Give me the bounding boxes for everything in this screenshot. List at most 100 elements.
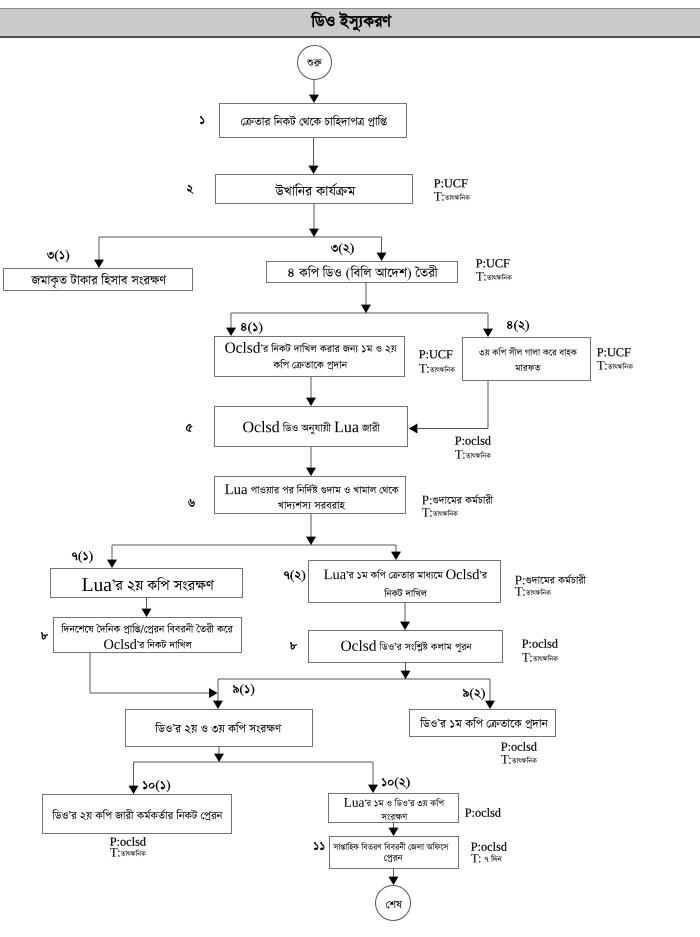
step-number-11: ৮ bbox=[290, 642, 297, 650]
step-box-b92: ডিও’র ১ম কপি ক্রেতাকে প্রদান bbox=[409, 709, 556, 737]
step-number-13: ৯(২) bbox=[463, 688, 485, 700]
step-number-14: ১০(১) bbox=[143, 780, 170, 792]
step-box-b5: Oclsd ডিও অনুযায়ী Lua জারী bbox=[214, 406, 408, 447]
start-terminal: শুরু bbox=[296, 44, 332, 80]
step-text-vector bbox=[384, 588, 427, 597]
step-text-vector bbox=[275, 183, 356, 196]
step-number-vector bbox=[186, 424, 193, 432]
step-number-9: ৭(২) bbox=[284, 570, 305, 582]
start-label-vector bbox=[307, 59, 322, 67]
step-text-vector bbox=[225, 484, 399, 494]
annotation-process-vector bbox=[597, 348, 631, 356]
step-number-vector bbox=[233, 684, 254, 696]
step-number-2: ৩(১) bbox=[47, 250, 69, 262]
step-text-vector bbox=[243, 421, 380, 435]
step-number-1: ২ bbox=[187, 185, 193, 194]
step-box-b2: উখানির কার্যক্রম bbox=[215, 174, 413, 204]
step-number-12: ৯(১) bbox=[233, 684, 254, 696]
step-text-vector bbox=[288, 265, 438, 281]
step-number-vector bbox=[290, 642, 297, 650]
step-box-b91: ডিও’র ২য় ও ৩য় কপি সংরক্ষণ bbox=[125, 709, 313, 747]
step-number-15: ১০(২) bbox=[382, 777, 410, 789]
annotation-step-3: P:UCF T:তাৎক্ষনিক bbox=[476, 255, 586, 286]
annotation-process-vector bbox=[465, 808, 501, 817]
step-number-6: ৫ bbox=[186, 424, 193, 432]
annotation-step-7: P:গুদামের কর্মচারী T:তাৎক্ষনিক bbox=[422, 490, 532, 522]
step-box-b8r: Oclsd ডিও’র সংশ্লিষ্ট কলাম পুরন bbox=[308, 630, 503, 663]
step-box-b41: Oclsd’র নিকট দাখিল করার জন্য ১ম ও ২য় কপ… bbox=[214, 336, 405, 377]
annotation-step-5: P:UCF T:তাৎক্ষনিক bbox=[597, 343, 700, 375]
step-text-vector bbox=[155, 722, 282, 734]
step-text-vector bbox=[273, 359, 347, 370]
step-box-b11: সাপ্তাহিক বিতরণ বিবরনী জেলা অফিসে প্রেরন bbox=[329, 836, 459, 869]
annotation-time-vector bbox=[110, 848, 146, 857]
annotation-time-vector bbox=[455, 450, 491, 459]
step-box-b42: ৩য় কপি সীল গালা করে বাহক মারফত bbox=[462, 337, 591, 381]
step-box-b31: জমাকৃত টাকার হিসাব সংরক্ষণ bbox=[3, 268, 193, 291]
annotation-process-vector bbox=[110, 837, 146, 846]
step-text-vector bbox=[241, 115, 387, 127]
annotation-time-vector bbox=[422, 508, 458, 517]
annotation-time-vector bbox=[476, 272, 512, 281]
step-number-3: ৩(২) bbox=[331, 243, 354, 255]
step-number-7: ৬ bbox=[188, 499, 195, 507]
step-text-vector bbox=[31, 273, 167, 289]
annotation-time-vector bbox=[434, 192, 470, 201]
step-number-vector bbox=[200, 116, 204, 124]
step-number-vector bbox=[187, 185, 193, 194]
annotation-time-vector bbox=[522, 653, 558, 662]
step-box-b101: ডিও’র ২য় কপি জারী কর্মকর্তার নিকট প্রের… bbox=[42, 794, 232, 834]
annotation-step-1: P:UCF T:তাৎক্ষনিক bbox=[434, 175, 544, 206]
annotation-time-vector bbox=[419, 364, 455, 373]
step-text-vector bbox=[420, 717, 548, 729]
annotation-process-vector bbox=[501, 742, 537, 751]
step-number-vector bbox=[47, 250, 69, 262]
step-number-10: ৮ bbox=[41, 632, 48, 640]
step-text-vector bbox=[333, 842, 449, 851]
step-text-vector bbox=[381, 813, 407, 821]
annotation-step-14: P:oclsd T:তাৎক্ষনিক bbox=[110, 833, 220, 862]
step-box-b71: Lua’র ২য় কপি সংরক্ষণ bbox=[50, 568, 243, 598]
step-number-16: ১১ bbox=[314, 842, 325, 850]
step-number-vector bbox=[72, 551, 93, 563]
end-label-vector bbox=[386, 900, 402, 909]
annotation-process-vector bbox=[471, 842, 507, 851]
annotation-process-vector bbox=[455, 436, 491, 445]
step-box-b32: ৪ কপি ডিও (বিলি আদেশ) তৈরী bbox=[266, 261, 458, 283]
step-number-8: ৭(১) bbox=[72, 551, 93, 563]
step-number-vector bbox=[241, 322, 262, 334]
step-box-b1: ক্রেতার নিকট থেকে চাহিদাপত্র প্রাপ্তি bbox=[218, 103, 407, 138]
annotation-process-vector bbox=[422, 494, 493, 505]
step-text-vector bbox=[61, 623, 233, 634]
annotation-step-13: P:oclsd T:তাৎক্ষনিক bbox=[501, 738, 611, 769]
step-text-vector bbox=[104, 639, 192, 649]
annotation-process-vector bbox=[419, 350, 453, 358]
annotation-process-vector bbox=[476, 259, 510, 267]
step-text-vector bbox=[82, 577, 214, 592]
annotation-time-vector bbox=[471, 854, 502, 863]
step-number-vector bbox=[463, 688, 485, 700]
annotation-time-vector bbox=[597, 361, 633, 370]
page-title-bar: ডিও ইস্যুকরণ bbox=[0, 8, 700, 38]
annotation-time-vector bbox=[501, 755, 537, 764]
step-number-0: ১ bbox=[200, 116, 204, 124]
step-box-b6: Lua পাওয়ার পর নির্দিষ্ট গুদাম ও খামাল থ… bbox=[214, 476, 406, 514]
step-box-b8l: দিনশেষে দৈনিক প্রাপ্তি/প্রেরন বিবরনী তৈর… bbox=[53, 617, 242, 653]
annotation-step-9: P:গুদামের কর্মচারী T:তাৎক্ষনিক bbox=[515, 570, 625, 601]
step-number-vector bbox=[382, 777, 410, 789]
step-text-vector bbox=[52, 809, 223, 821]
step-text-vector bbox=[344, 798, 444, 807]
step-number-vector bbox=[284, 570, 305, 582]
annotation-process-vector bbox=[434, 179, 468, 187]
step-text-vector bbox=[384, 854, 403, 863]
step-number-5: ৪(২) bbox=[507, 320, 529, 332]
step-text-vector bbox=[225, 342, 397, 353]
step-box-b102: Lua’র ১ম ও ডিও’র ৩য় কপি সংরক্ষণ bbox=[328, 793, 459, 823]
step-number-vector bbox=[41, 632, 48, 640]
step-number-vector bbox=[143, 780, 170, 792]
step-number-vector bbox=[331, 243, 354, 255]
end-terminal: শেষ bbox=[375, 885, 411, 921]
step-text-vector bbox=[341, 640, 472, 653]
